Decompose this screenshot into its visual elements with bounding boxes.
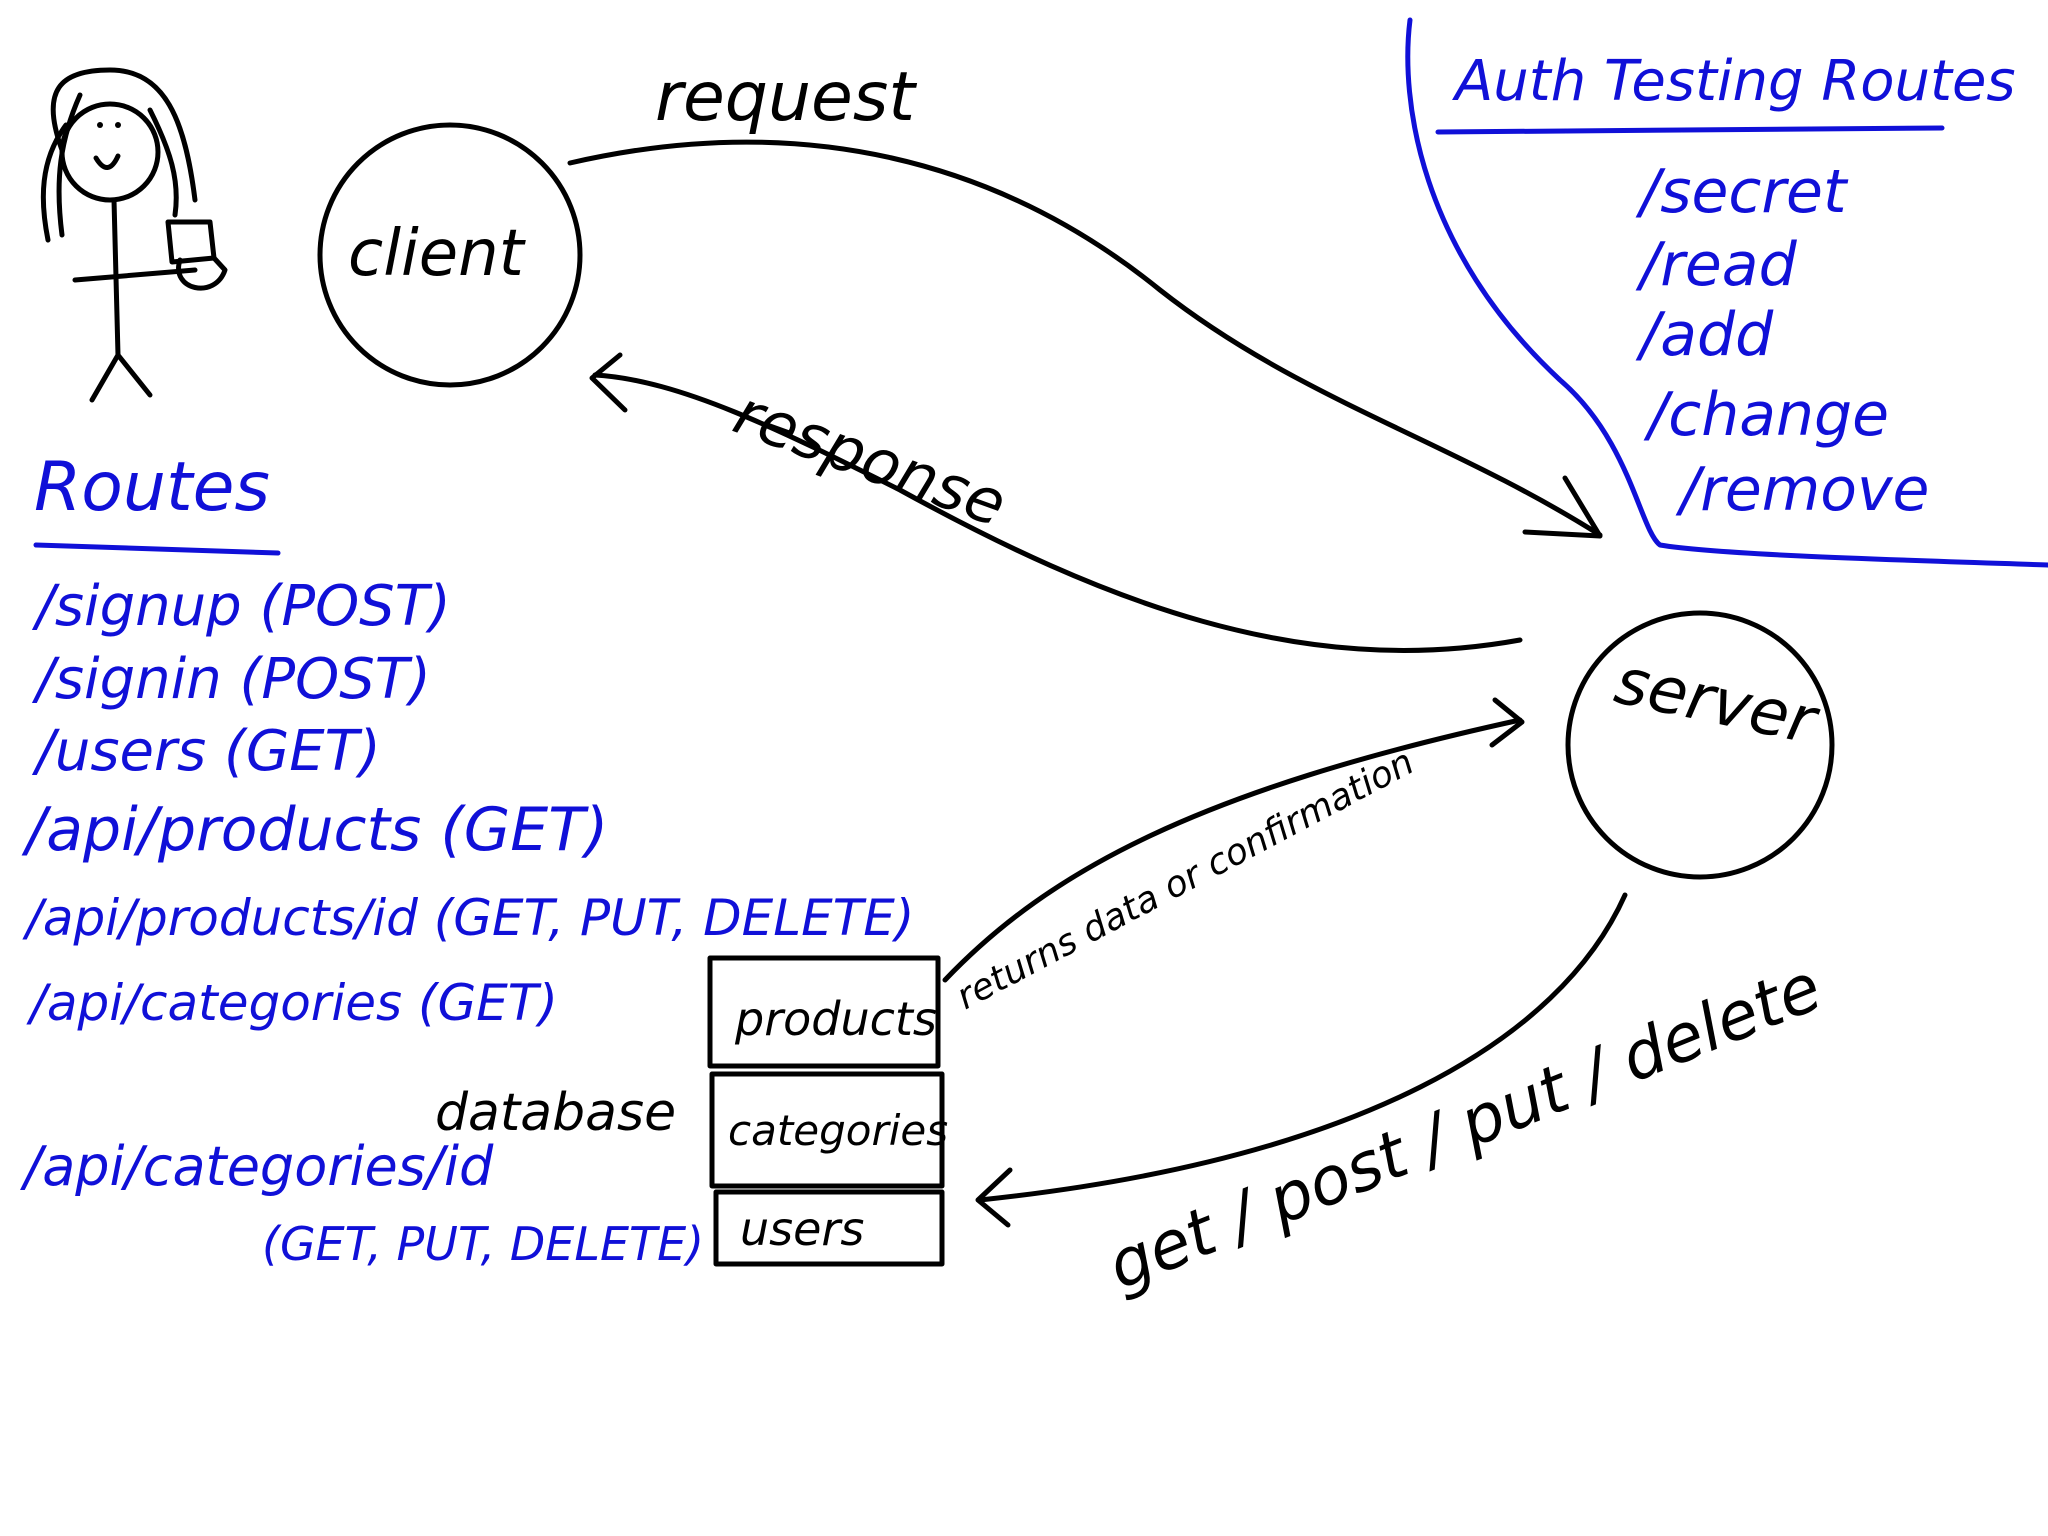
routes-title: Routes [34,448,270,527]
route-signin: /signin (POST) [31,647,431,712]
request-arrow: request [567,58,1603,539]
products-table [707,955,941,1069]
routes-list: Routes /signup (POST) /signin (POST) /us… [20,448,914,1271]
request-label: request [655,58,917,137]
client-label: client [348,217,527,291]
database-label: database [435,1083,676,1143]
route-api-categories-id-methods: (GET, PUT, DELETE) [262,1217,704,1271]
users-table-label: users [740,1202,864,1256]
user-stick-figure-icon [40,67,228,403]
auth-route-remove: /remove [1675,455,1929,525]
returns-data-label: returns data or confirmation [950,742,1421,1018]
auth-testing-routes: Auth Testing Routes /secret /read /add /… [1405,17,2048,568]
server-label: server [1609,645,1826,760]
auth-route-add: /add [1635,300,1774,370]
categories-table [709,1071,945,1189]
auth-routes-title: Auth Testing Routes [1452,49,2016,114]
route-signup: /signup (POST) [31,574,451,639]
auth-route-change: /change [1643,380,1889,450]
client-node: client [317,122,583,388]
products-table-label: products [734,992,937,1046]
users-table [713,1189,945,1267]
response-arrow: response [589,352,1523,653]
methods-arrow: get / post / put / delete [975,892,1832,1305]
database-stack: database products categories users [435,955,948,1267]
response-label: response [725,375,1016,540]
server-node: server [1565,610,1835,880]
route-api-products-id: /api/products/id (GET, PUT, DELETE) [22,889,914,947]
methods-label: get / post / put / delete [1097,948,1831,1304]
returns-data-arrow: returns data or confirmation [942,697,1525,1018]
route-api-products: /api/products (GET) [21,795,608,865]
route-api-categories: /api/categories (GET) [26,974,558,1032]
categories-table-label: categories [728,1106,948,1155]
route-users: /users (GET) [31,719,381,784]
route-api-categories-id: /api/categories/id [20,1135,494,1198]
auth-route-read: /read [1635,230,1798,300]
auth-route-secret: /secret [1635,157,1849,227]
